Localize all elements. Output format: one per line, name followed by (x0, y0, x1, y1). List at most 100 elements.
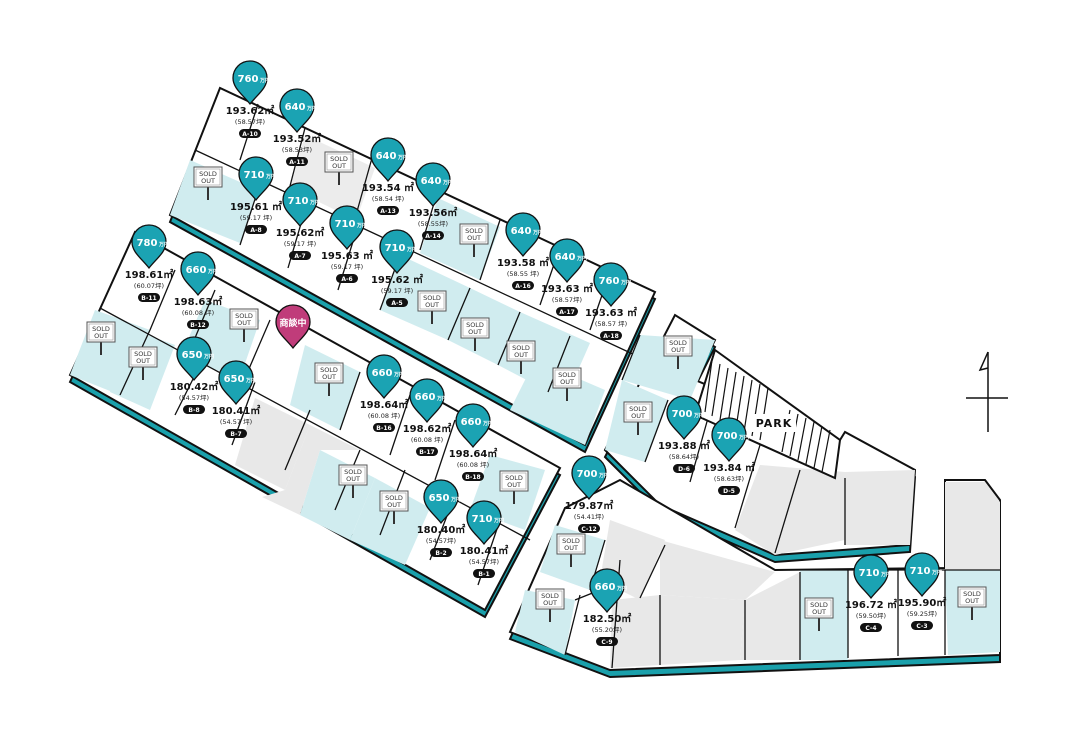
lot-id: B-7 (230, 431, 241, 438)
lot-tsubo: (58.55 坪) (507, 270, 539, 278)
lot-area: 193.62㎡ (226, 104, 275, 117)
sold-out-signs: SOLDOUTSOLDOUTSOLDOUTSOLDOUTSOLDOUTSOLDO… (86, 151, 987, 631)
lot-c13-sold[interactable] (540, 525, 605, 590)
sign-inner-border (554, 369, 580, 387)
pin-price: 660 (461, 417, 482, 428)
lot-id-badge (422, 231, 444, 240)
lot-a12-sold[interactable] (290, 135, 375, 220)
negotiating-pin[interactable]: 商談中 (275, 304, 311, 350)
lot-area: 195.62 ㎡ (371, 273, 423, 286)
map-pin-icon (366, 354, 402, 400)
lot-id: D-6 (678, 466, 690, 473)
sign-inner-border (231, 310, 257, 328)
lot-d4[interactable] (735, 465, 845, 555)
pin-price-unit: 万円 (356, 222, 367, 229)
lot-d3[interactable] (845, 470, 915, 545)
lot-area: 198.64㎡ (449, 447, 498, 460)
lot-area: 196.72 ㎡ (845, 598, 897, 611)
lot-c8[interactable] (610, 595, 745, 668)
lot-tsubo: (59.17 坪) (381, 287, 413, 295)
sold-label: SOLD (629, 405, 647, 413)
lot-id: B-8 (188, 407, 199, 414)
map-pin-icon (238, 156, 274, 202)
sign-board (379, 490, 409, 512)
lot-tsubo: (59.50坪) (856, 612, 886, 620)
lot-c6[interactable] (740, 572, 800, 660)
pin-price-unit: 万円 (576, 255, 587, 262)
sold-label: SOLD (512, 344, 530, 352)
lot-id-badge (512, 281, 534, 290)
pin-price: 660 (415, 392, 436, 403)
lot-info-a-16: 193.58 ㎡(58.55 坪)A-16 (497, 256, 549, 290)
lot-area: 193.58 ㎡ (497, 256, 549, 269)
sign-inner-border (130, 348, 156, 366)
sign-inner-border (340, 466, 366, 484)
lot-b3-sold[interactable] (350, 478, 430, 565)
map-pin-icon (282, 182, 318, 228)
lot-info-a-7: 195.62㎡(59.17 坪)A-7 (276, 226, 324, 260)
lot-area: 180.41㎡ (212, 404, 261, 417)
lot-id-badge (430, 548, 452, 557)
out-label: OUT (346, 475, 360, 483)
map-pin-icon (379, 229, 415, 275)
lot-info-c-3: 195.90㎡(59.25坪)C-3 (898, 596, 947, 630)
lot-c7[interactable] (660, 540, 775, 600)
sold-label: SOLD (466, 321, 484, 329)
lot-tsubo: (59.17 坪) (284, 240, 316, 248)
sign-board (459, 223, 489, 245)
lot-id: B-18 (465, 474, 480, 481)
sign-inner-border (462, 319, 488, 337)
lot-id: A-17 (559, 309, 574, 316)
lot-tsubo: (58.57 坪) (595, 320, 627, 328)
sign-board (535, 588, 565, 610)
lot-b6[interactable] (235, 398, 310, 490)
sold-label: SOLD (344, 468, 362, 476)
lot-id: A-5 (391, 300, 402, 307)
park-label: PARK (756, 417, 793, 430)
lot-a1-sold[interactable] (170, 160, 258, 243)
lot-tsubo: (54.57 坪) (220, 418, 252, 426)
pin-price: 760 (238, 74, 259, 85)
lot-id-badge (225, 429, 247, 438)
pin-price: 710 (385, 243, 406, 254)
lot-c1[interactable] (945, 482, 1000, 570)
pin-price: 710 (288, 196, 309, 207)
lot-b5[interactable] (262, 425, 360, 515)
sold-label: SOLD (465, 227, 483, 235)
lot-id-badge (860, 623, 882, 632)
lot-area: 195.90㎡ (898, 596, 947, 609)
lot-id-badge (600, 331, 622, 340)
lot-id-badge (183, 405, 205, 414)
pin-price-unit: 万円 (203, 353, 214, 360)
